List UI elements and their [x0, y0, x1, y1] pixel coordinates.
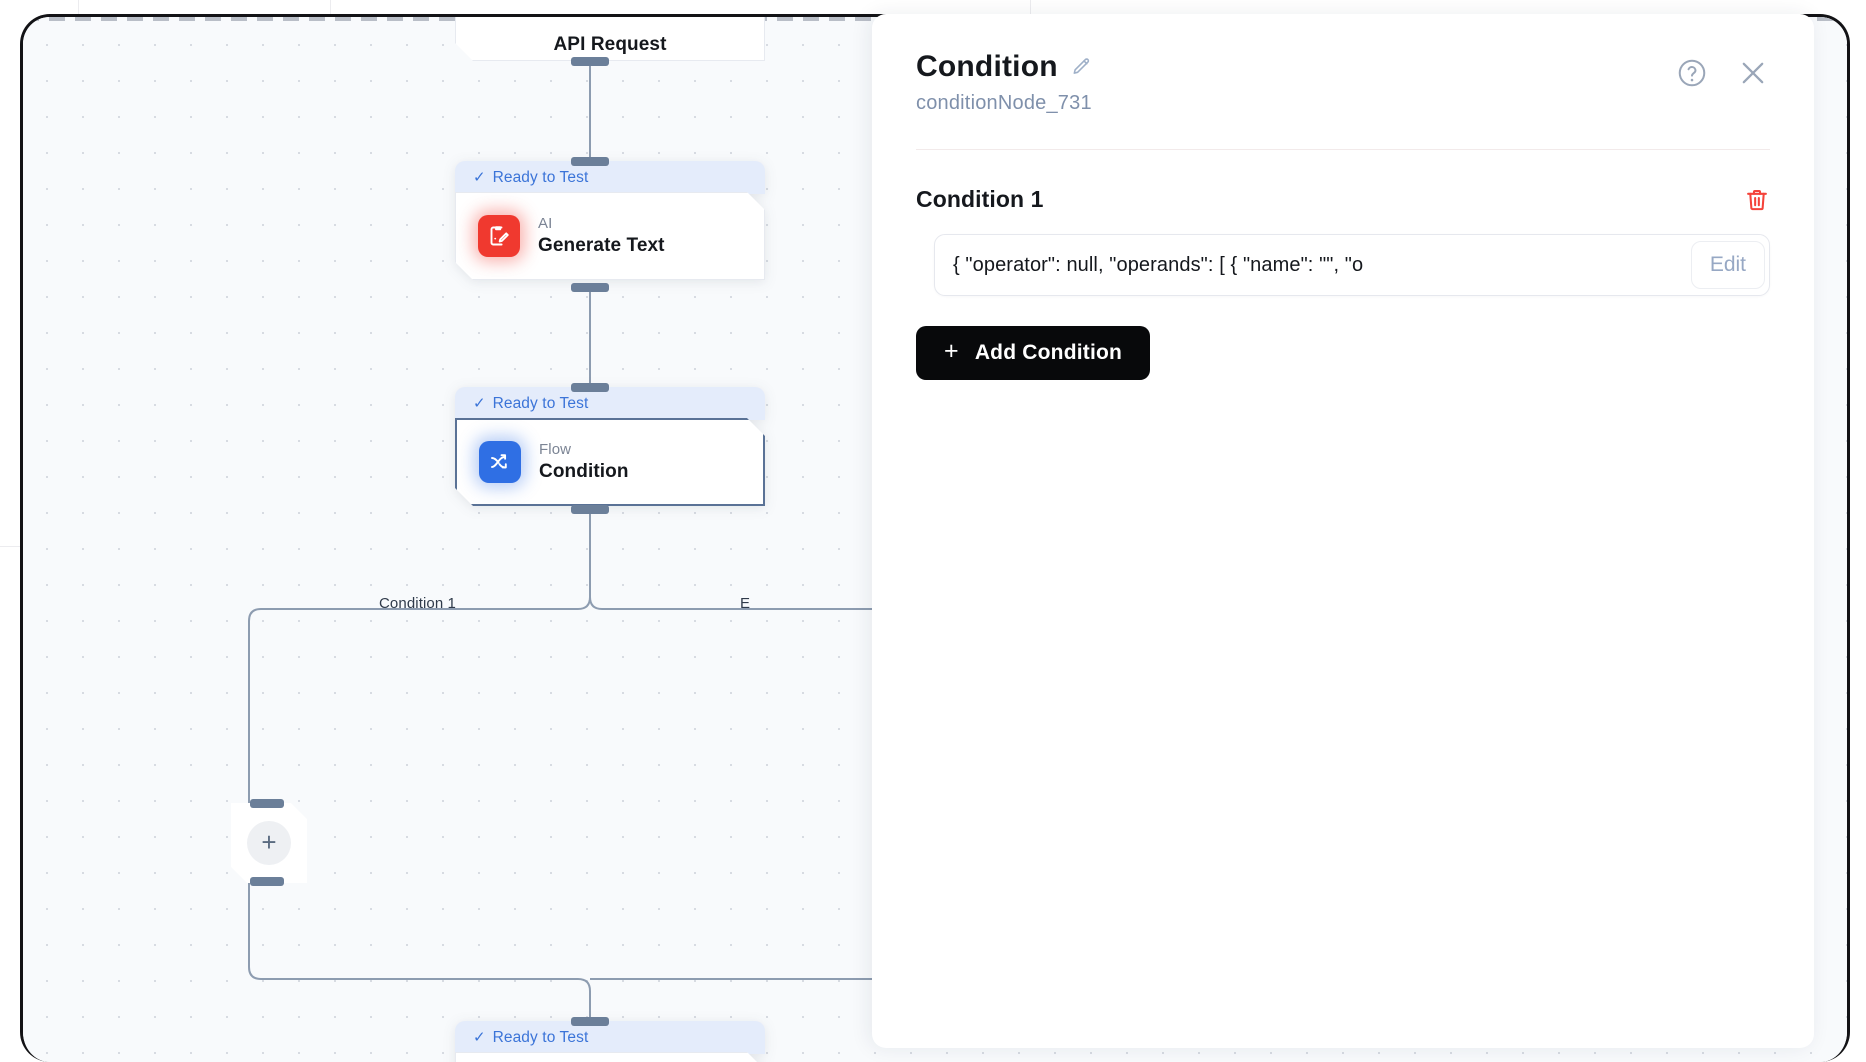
panel-title-row: Condition: [916, 50, 1676, 84]
panel-header: Condition conditionNode_731: [916, 50, 1770, 115]
edge-condition-branch-1: [248, 511, 591, 803]
handle-generate-text-out[interactable]: [571, 283, 609, 292]
edit-condition-button[interactable]: Edit: [1690, 241, 1765, 289]
flow-condition-icon: [479, 441, 521, 483]
panel-actions: [1676, 50, 1770, 90]
node-id-label: conditionNode_731: [916, 92, 1092, 114]
handle-add-step-out[interactable]: [250, 877, 284, 886]
edge-label-condition-1: Condition 1: [379, 595, 456, 612]
node-api-request[interactable]: API Request: [455, 14, 765, 61]
panel-divider: [916, 149, 1770, 150]
node-condition-body[interactable]: Flow Condition: [455, 418, 765, 506]
node-bottom-status: ✓ Ready to Test: [455, 1021, 765, 1054]
background-seam-mid: [330, 0, 331, 16]
plus-icon: +: [944, 337, 959, 365]
condition-block: Condition 1 { "operator": null, "operand…: [916, 186, 1770, 380]
node-generate-text-texts: AI Generate Text: [538, 215, 665, 257]
close-icon[interactable]: [1736, 56, 1770, 90]
edge-label-else: E: [740, 595, 751, 612]
condition-value: { "operator": null, "operands": [ { "nam…: [953, 254, 1364, 276]
node-generate-text-status-label: Ready to Test: [492, 168, 589, 186]
condition-properties-panel: Condition conditionNode_731: [872, 14, 1814, 1048]
node-condition-status-label: Ready to Test: [492, 394, 589, 412]
check-icon: ✓: [473, 169, 486, 186]
condition-label: Condition 1: [916, 186, 1044, 212]
trash-icon[interactable]: [1744, 187, 1770, 213]
check-icon: ✓: [473, 395, 486, 412]
node-generate-text-title: Generate Text: [538, 235, 665, 256]
handle-condition-in[interactable]: [571, 383, 609, 392]
add-step-node[interactable]: +: [231, 803, 307, 883]
handle-api-request-out[interactable]: [571, 57, 609, 66]
handle-add-step-in[interactable]: [250, 799, 284, 808]
panel-title-block: Condition conditionNode_731: [916, 50, 1676, 115]
condition-input-wrap[interactable]: { "operator": null, "operands": [ { "nam…: [934, 234, 1770, 296]
node-bottom-status-label: Ready to Test: [492, 1028, 589, 1046]
add-condition-button[interactable]: + Add Condition: [916, 326, 1151, 380]
node-api-request-title: API Request: [553, 34, 667, 55]
handle-generate-text-in[interactable]: [571, 157, 609, 166]
plus-icon[interactable]: +: [247, 821, 291, 865]
node-generate-text-status: ✓ Ready to Test: [455, 161, 765, 194]
node-condition[interactable]: ✓ Ready to Test Flow: [455, 385, 765, 506]
background-seam-h: [0, 546, 22, 547]
node-condition-status: ✓ Ready to Test: [455, 387, 765, 420]
node-bottom-body[interactable]: [455, 1052, 765, 1062]
help-circle-icon[interactable]: [1676, 57, 1708, 89]
node-condition-title: Condition: [539, 461, 629, 482]
node-condition-kind: Flow: [539, 441, 572, 458]
handle-condition-out[interactable]: [571, 505, 609, 514]
background-seam-right: [1030, 0, 1031, 16]
edge-addstep-to-merge: [248, 775, 591, 1017]
background-seam-left: [78, 0, 79, 18]
condition-header-row: Condition 1: [916, 186, 1770, 213]
node-bottom[interactable]: ✓ Ready to Test: [455, 1019, 765, 1062]
check-icon: ✓: [473, 1029, 486, 1046]
ai-generate-text-icon: [478, 215, 520, 257]
add-condition-label: Add Condition: [974, 341, 1123, 364]
node-generate-text-kind: AI: [538, 215, 553, 232]
pencil-icon[interactable]: [1070, 56, 1092, 78]
handle-bottom-in[interactable]: [571, 1017, 609, 1026]
page-title: Condition: [916, 50, 1058, 83]
node-condition-texts: Flow Condition: [539, 441, 629, 483]
node-generate-text[interactable]: ✓ Ready to Test AI Generate T: [455, 159, 765, 280]
node-generate-text-body[interactable]: AI Generate Text: [455, 192, 765, 280]
